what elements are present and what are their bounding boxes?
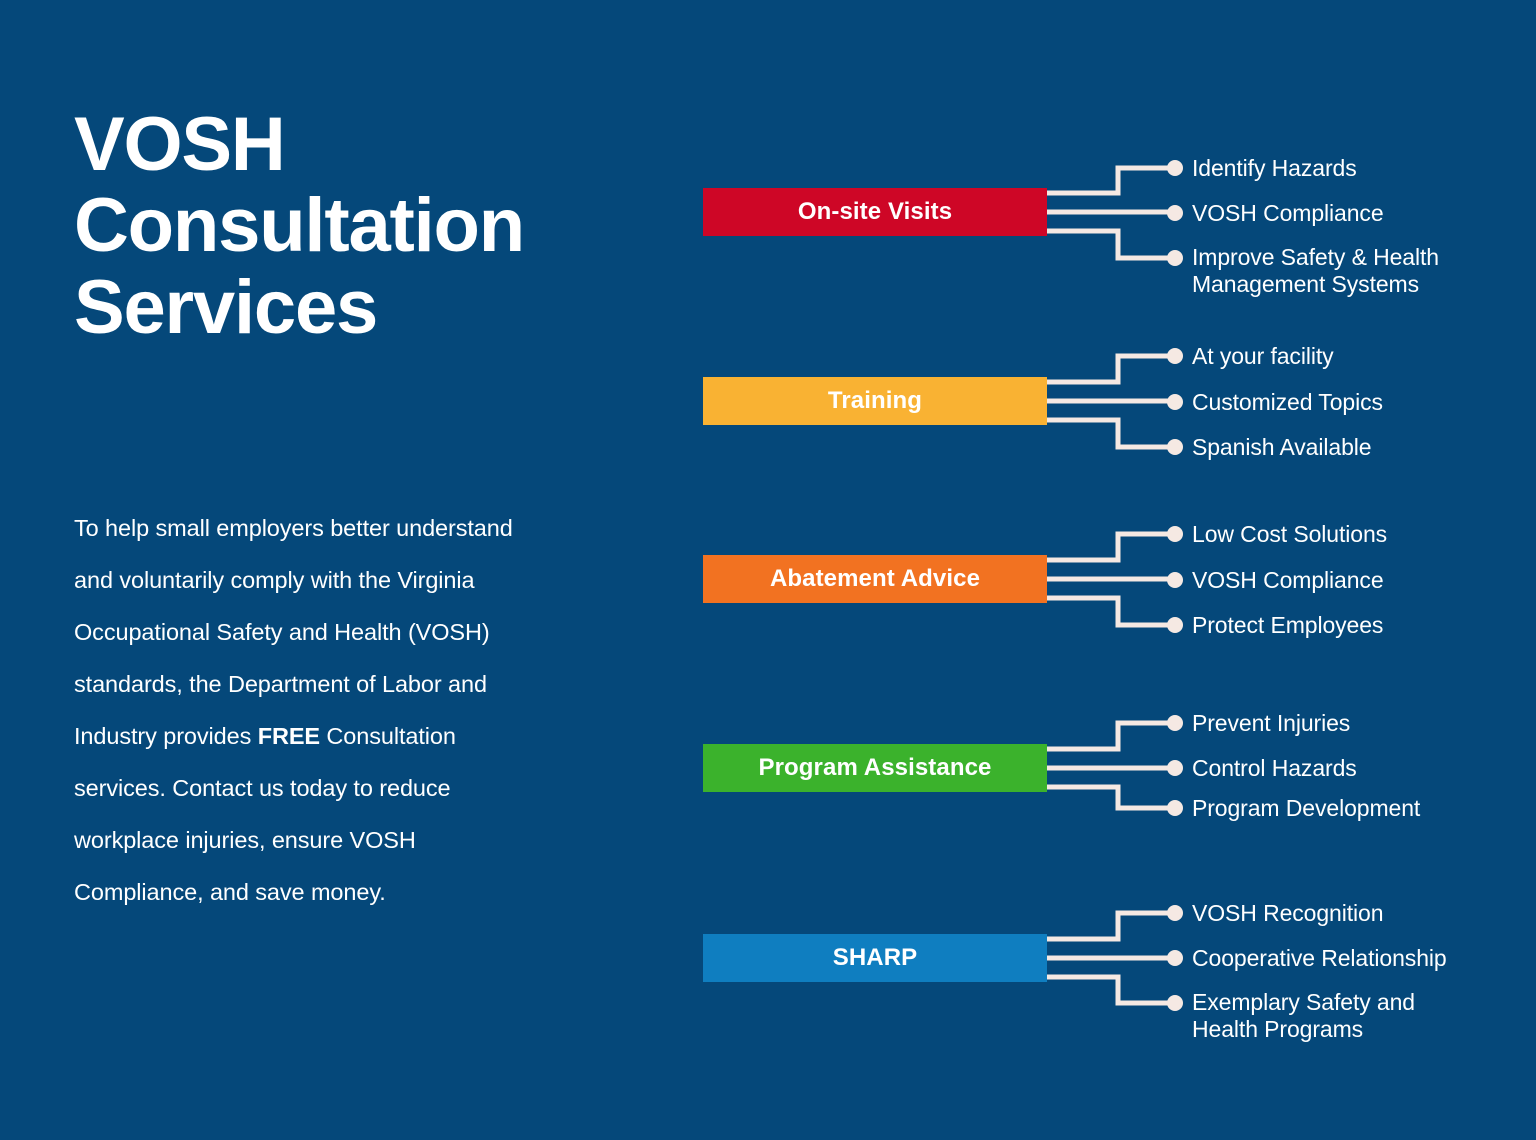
branch-box-label: SHARP [832, 944, 918, 971]
intro-text-after-free: Consultation services. Contact us today … [74, 722, 456, 905]
connector-dot-icon [1167, 250, 1183, 266]
intro-paragraph: To help small employers better understan… [74, 502, 544, 918]
branch-leaf-label: Program Development [1192, 795, 1421, 821]
branch-box[interactable]: On-site Visits [703, 188, 1047, 236]
connector-dot-icon [1167, 950, 1183, 966]
connector-dot-icon [1167, 394, 1183, 410]
branch-leaf-label: Customized Topics [1192, 389, 1383, 415]
branch-leaf-label: VOSH Compliance [1192, 200, 1384, 226]
connector-dot-icon [1167, 617, 1183, 633]
connector-dot-icon [1167, 348, 1183, 364]
connector-line [1047, 228, 1175, 261]
intro-text-before-free: To help small employers better understan… [74, 514, 513, 749]
branch-leaf-label: Low Cost Solutions [1192, 521, 1388, 547]
branch-leaf-label: Control Hazards [1192, 755, 1357, 781]
connector-line [1047, 353, 1175, 385]
connector-line [1047, 974, 1175, 1006]
branch-leaf-label: Protect Employees [1192, 612, 1384, 638]
branch-leaf-label: VOSH Recognition [1192, 900, 1384, 926]
branch-box[interactable]: Abatement Advice [703, 555, 1047, 603]
connector-dot-icon [1167, 205, 1183, 221]
branch-leaf-label: Spanish Available [1192, 434, 1372, 460]
connector-dot-icon [1167, 439, 1183, 455]
connector-line [1047, 595, 1175, 628]
connector-dot-icon [1167, 526, 1183, 542]
branch-connectors [1047, 526, 1183, 633]
page-title: VOSH Consultation Services [74, 102, 525, 350]
connector-dot-icon [1167, 905, 1183, 921]
branch-box-label: Training [827, 387, 923, 414]
branch-box-label: On-site Visits [797, 198, 953, 225]
branch-connectors [1047, 905, 1183, 1011]
connector-dot-icon [1167, 715, 1183, 731]
connector-dot-icon [1167, 160, 1183, 176]
intro-free-emphasis: FREE [257, 722, 320, 749]
branch-leaf-label: Cooperative Relationship [1192, 945, 1447, 971]
left-column: VOSH Consultation Services [74, 104, 634, 348]
branch-leaf-label: VOSH Compliance [1192, 567, 1384, 593]
branch-box-label: Program Assistance [758, 754, 992, 781]
connector-line [1047, 910, 1175, 942]
connector-line [1047, 417, 1175, 450]
branch-connectors [1047, 160, 1183, 266]
branch-leaf-label: Identify Hazards [1192, 155, 1357, 181]
branch-box[interactable]: SHARP [703, 934, 1047, 982]
connector-dot-icon [1167, 800, 1183, 816]
branch-leaf-label: Improve Safety & Health Management Syste… [1192, 244, 1439, 297]
connector-dot-icon [1167, 760, 1183, 776]
branch-leaf-label: At your facility [1192, 343, 1334, 369]
connector-dot-icon [1167, 995, 1183, 1011]
connector-dot-icon [1167, 572, 1183, 588]
connector-line [1047, 720, 1175, 752]
branch-connectors [1047, 348, 1183, 455]
branch-leaf-label: Prevent Injuries [1192, 710, 1351, 736]
branch-connectors [1047, 715, 1183, 816]
branch-box[interactable]: Training [703, 377, 1047, 425]
connector-line [1047, 784, 1175, 811]
connector-line [1047, 165, 1175, 196]
connector-line [1047, 531, 1175, 563]
branch-box-label: Abatement Advice [769, 565, 981, 592]
branch-box[interactable]: Program Assistance [703, 744, 1047, 792]
branch-leaf-label: Exemplary Safety and Health Programs [1192, 989, 1416, 1042]
